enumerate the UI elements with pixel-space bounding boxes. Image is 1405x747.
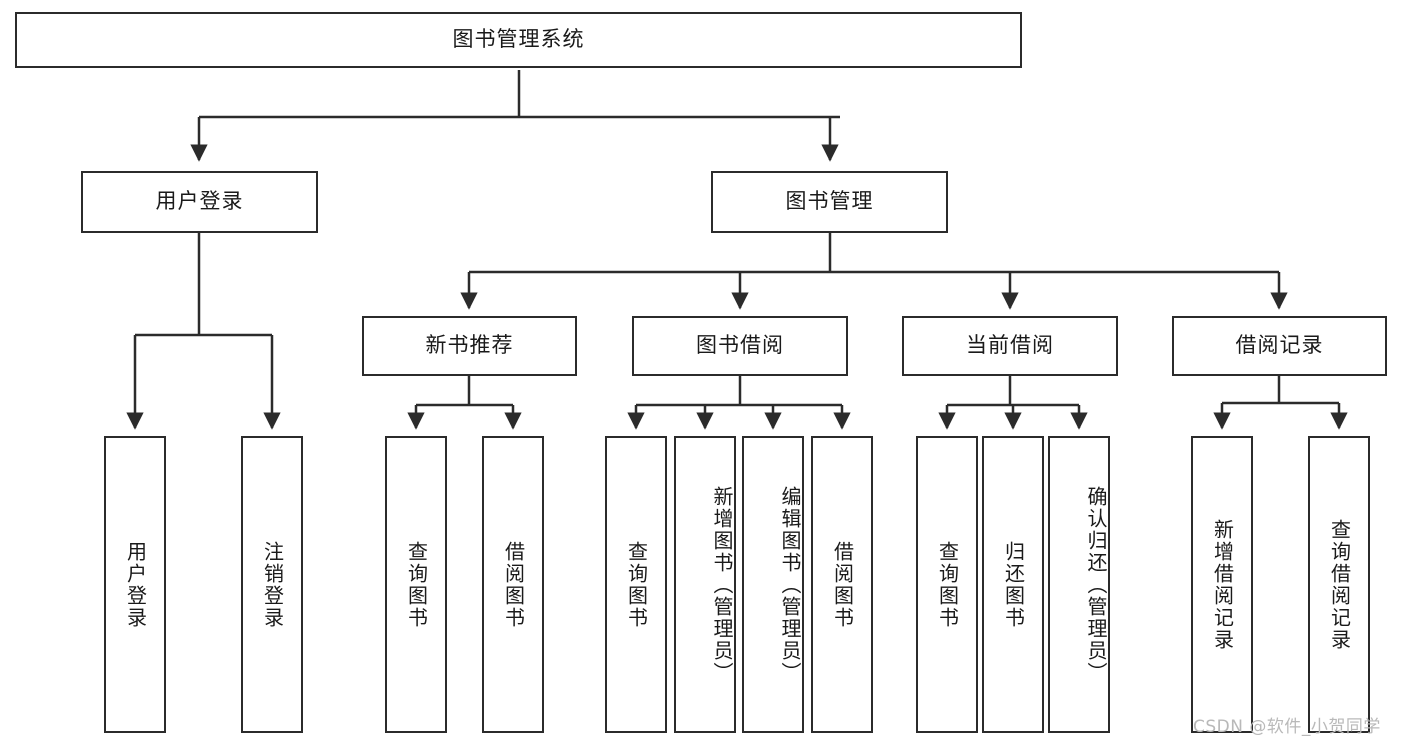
node-label: 用户登录 (123, 540, 148, 629)
node-leaf-query-book-borrow[interactable]: 查询图书 (605, 436, 667, 733)
node-label: 借阅图书 (501, 540, 526, 629)
node-label: 查询借阅记录 (1327, 518, 1352, 651)
node-label: 查询图书 (404, 540, 429, 629)
node-root-book-management-system[interactable]: 图书管理系统 (15, 12, 1022, 68)
node-label: 编辑图书（管理员） (778, 485, 802, 684)
node-label: 图书借阅 (696, 333, 784, 358)
node-leaf-edit-book-admin[interactable]: 编辑图书（管理员） (742, 436, 804, 733)
node-label: 新增借阅记录 (1210, 518, 1235, 651)
node-label: 用户登录 (155, 189, 244, 214)
node-label: 当前借阅 (966, 333, 1054, 358)
node-label: 图书管理 (785, 189, 874, 214)
node-leaf-borrow-book[interactable]: 借阅图书 (811, 436, 873, 733)
node-leaf-user-login[interactable]: 用户登录 (104, 436, 166, 733)
node-label: 新增图书（管理员） (710, 485, 734, 684)
node-leaf-query-book-current[interactable]: 查询图书 (916, 436, 978, 733)
node-leaf-add-borrow-record[interactable]: 新增借阅记录 (1191, 436, 1253, 733)
node-label: 新书推荐 (425, 333, 514, 358)
node-book-borrow[interactable]: 图书借阅 (632, 316, 848, 376)
node-label: 注销登录 (260, 540, 285, 629)
node-borrow-records[interactable]: 借阅记录 (1172, 316, 1387, 376)
node-user-login[interactable]: 用户登录 (81, 171, 318, 233)
node-label: 借阅图书 (830, 540, 855, 629)
csdn-watermark: CSDN @软件_小贺同学 (1193, 717, 1381, 737)
node-book-management[interactable]: 图书管理 (711, 171, 948, 233)
node-label: 查询图书 (935, 540, 960, 629)
node-current-borrow[interactable]: 当前借阅 (902, 316, 1118, 376)
node-label: 归还图书 (1001, 540, 1026, 629)
node-leaf-borrow-book-recommend[interactable]: 借阅图书 (482, 436, 544, 733)
node-leaf-return-book[interactable]: 归还图书 (982, 436, 1044, 733)
node-leaf-query-book-recommend[interactable]: 查询图书 (385, 436, 447, 733)
node-label: 借阅记录 (1235, 333, 1324, 358)
node-leaf-add-book-admin[interactable]: 新增图书（管理员） (674, 436, 736, 733)
node-leaf-logout[interactable]: 注销登录 (241, 436, 303, 733)
node-new-book-recommend[interactable]: 新书推荐 (362, 316, 577, 376)
node-label: 确认归还（管理员） (1084, 485, 1108, 684)
node-label: 图书管理系统 (452, 27, 585, 52)
node-label: 查询图书 (624, 540, 649, 629)
node-leaf-confirm-return-admin[interactable]: 确认归还（管理员） (1048, 436, 1110, 733)
node-leaf-query-borrow-record[interactable]: 查询借阅记录 (1308, 436, 1370, 733)
